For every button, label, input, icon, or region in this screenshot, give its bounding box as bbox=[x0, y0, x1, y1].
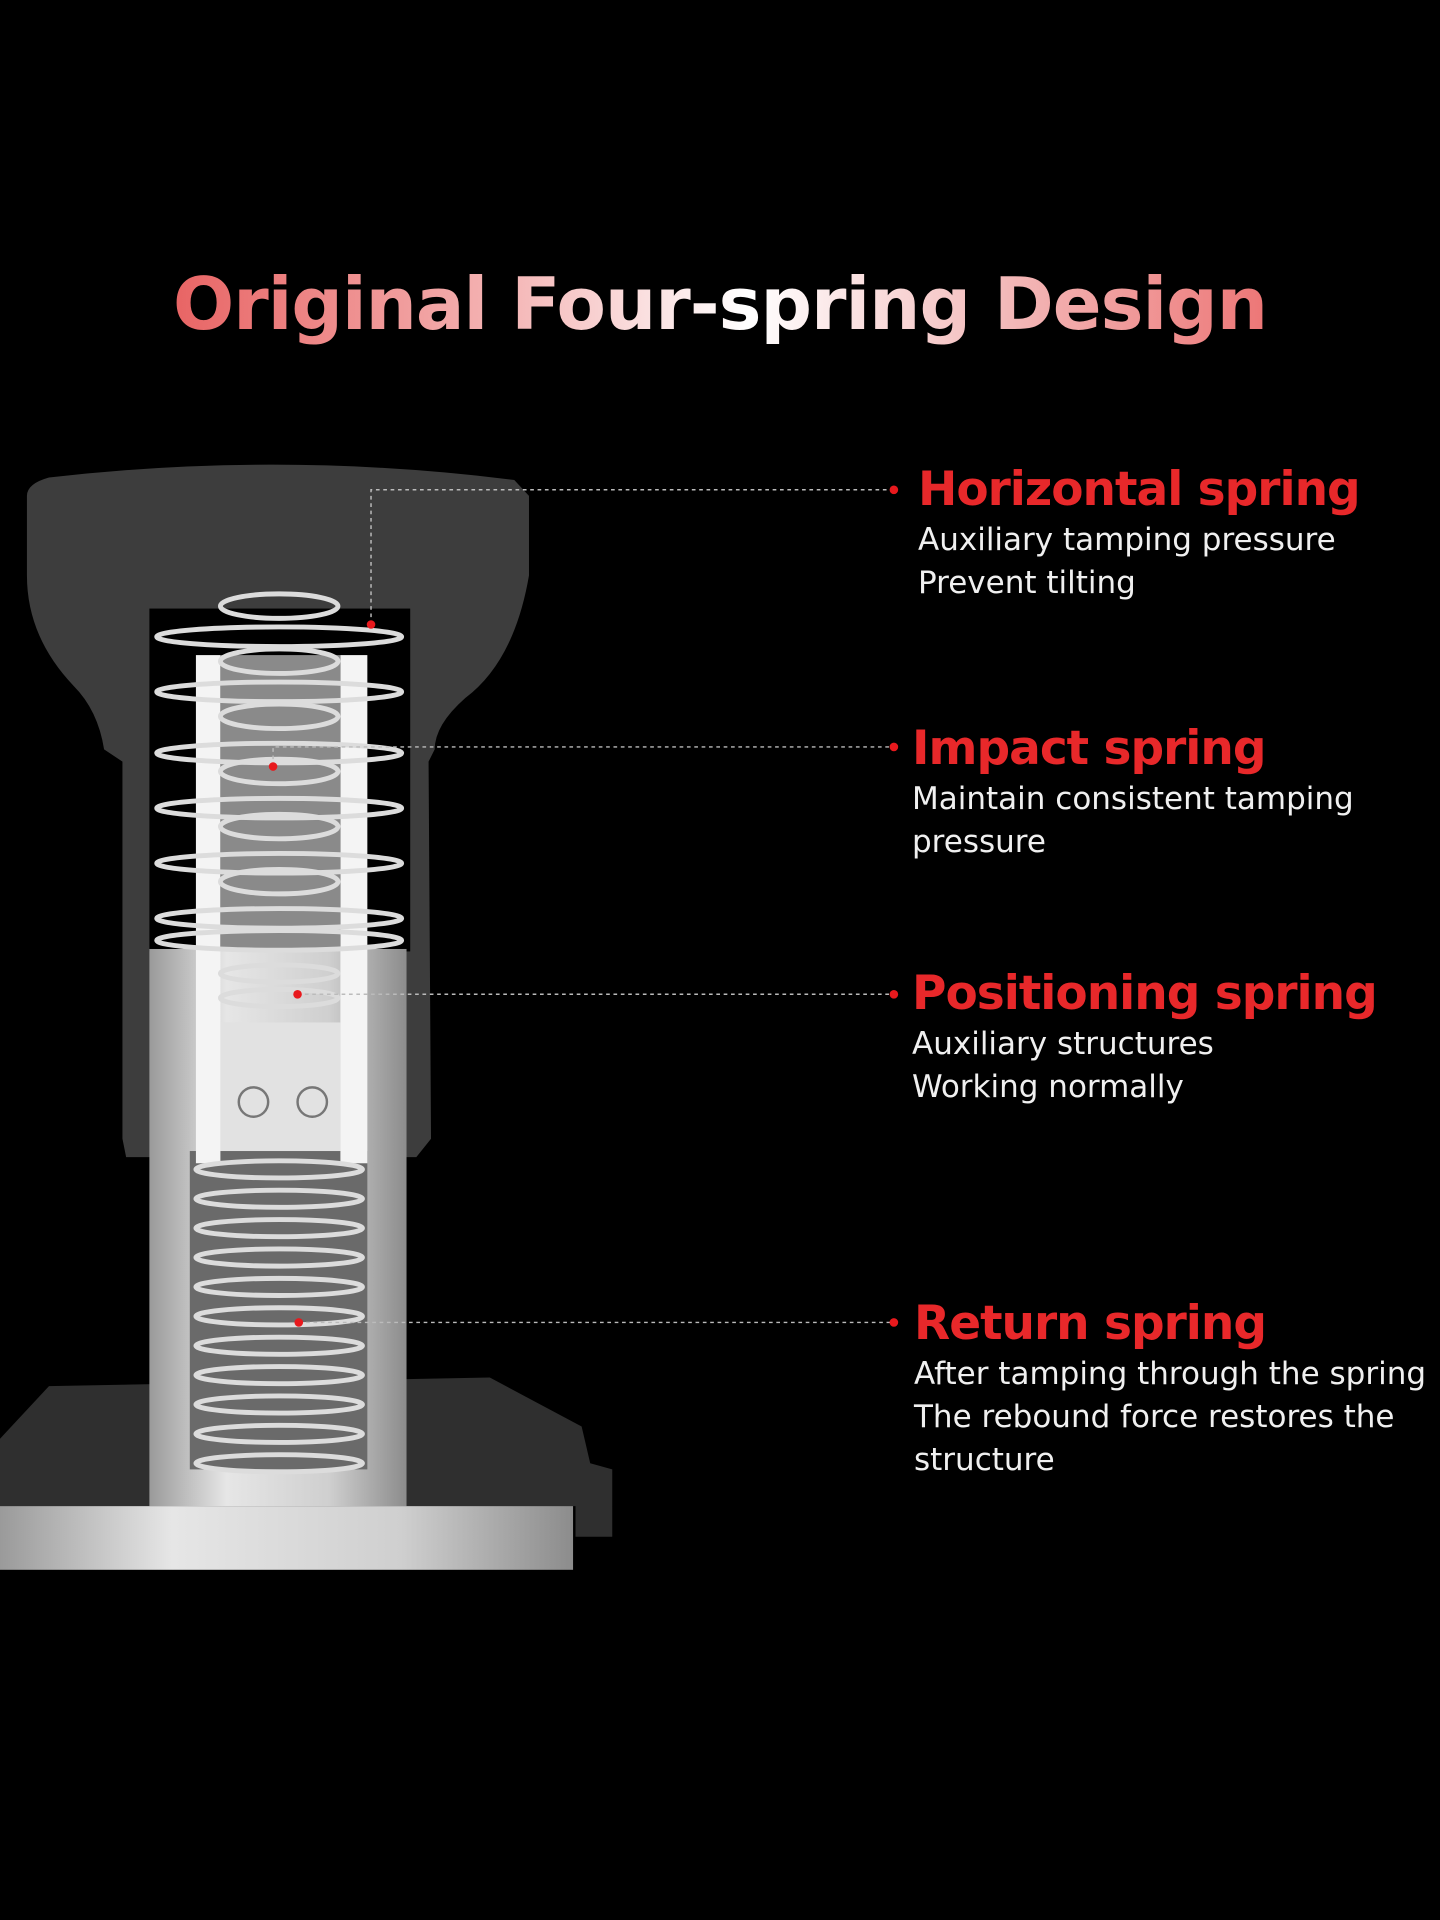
callout-line: Working normally bbox=[912, 1069, 1184, 1105]
callout-impact-spring: Impact spring Maintain consistent tampin… bbox=[912, 720, 1354, 864]
return-spring-coil bbox=[193, 1187, 365, 1210]
callout-return-spring: Return spring After tamping through the … bbox=[914, 1295, 1426, 1482]
impact-spring-coil bbox=[217, 646, 341, 676]
springs bbox=[154, 591, 405, 1475]
horizontal-spring-coil bbox=[154, 624, 405, 649]
horizontal-spring-coil bbox=[154, 679, 405, 705]
return-spring-coil bbox=[193, 1422, 365, 1445]
callout-line: Auxiliary tamping pressure bbox=[918, 522, 1336, 558]
callout-heading: Impact spring bbox=[912, 721, 1267, 776]
callout-line: Prevent tilting bbox=[918, 565, 1136, 601]
callout-line: structure bbox=[914, 1442, 1055, 1478]
callout-line: pressure bbox=[912, 824, 1046, 860]
return-spring-coil bbox=[193, 1275, 365, 1298]
horizontal-spring-coil bbox=[154, 740, 405, 766]
return-spring-coil bbox=[193, 1305, 365, 1328]
callout-line: Auxiliary structures bbox=[912, 1026, 1214, 1062]
callout-line: After tamping through the spring bbox=[914, 1356, 1427, 1392]
horizontal-spring-coil bbox=[154, 928, 405, 953]
impact-spring-coil bbox=[217, 701, 341, 732]
callout-heading: Return spring bbox=[914, 1296, 1267, 1351]
return-spring-coil bbox=[193, 1246, 365, 1269]
callout-dots bbox=[268, 485, 899, 1327]
callout-heading: Positioning spring bbox=[912, 966, 1378, 1021]
horizontal-spring-coil bbox=[154, 906, 405, 931]
impact-spring-coil bbox=[217, 811, 341, 842]
positioning-spring-coil bbox=[217, 962, 341, 985]
impact-spring-coil bbox=[217, 866, 341, 897]
callout-horizontal-spring: Horizontal spring Auxiliary tamping pres… bbox=[918, 461, 1361, 605]
positioning-block bbox=[220, 1022, 341, 1152]
return-spring-coil bbox=[193, 1158, 365, 1181]
impact-spring-coil bbox=[217, 756, 341, 787]
callout-positioning-spring: Positioning spring Auxiliary structures … bbox=[912, 965, 1378, 1109]
impact-spring-coil bbox=[217, 591, 341, 621]
leader-lines bbox=[272, 489, 894, 1324]
tamper-base-plate bbox=[0, 1506, 574, 1570]
positioning-spring-coil bbox=[217, 986, 341, 1009]
return-spring-coil bbox=[193, 1452, 365, 1475]
callout-line: Maintain consistent tamping bbox=[912, 781, 1354, 817]
callout-line: The rebound force restores the bbox=[914, 1399, 1395, 1435]
horizontal-spring-coil bbox=[154, 795, 405, 821]
return-spring-coil bbox=[193, 1364, 365, 1387]
return-spring-coil bbox=[193, 1334, 365, 1357]
page-title: Original Four-spring Design bbox=[0, 262, 1440, 346]
return-spring-coil bbox=[193, 1393, 365, 1416]
horizontal-spring-coil bbox=[154, 851, 405, 876]
return-spring-coil bbox=[193, 1217, 365, 1240]
callout-heading: Horizontal spring bbox=[918, 462, 1361, 517]
